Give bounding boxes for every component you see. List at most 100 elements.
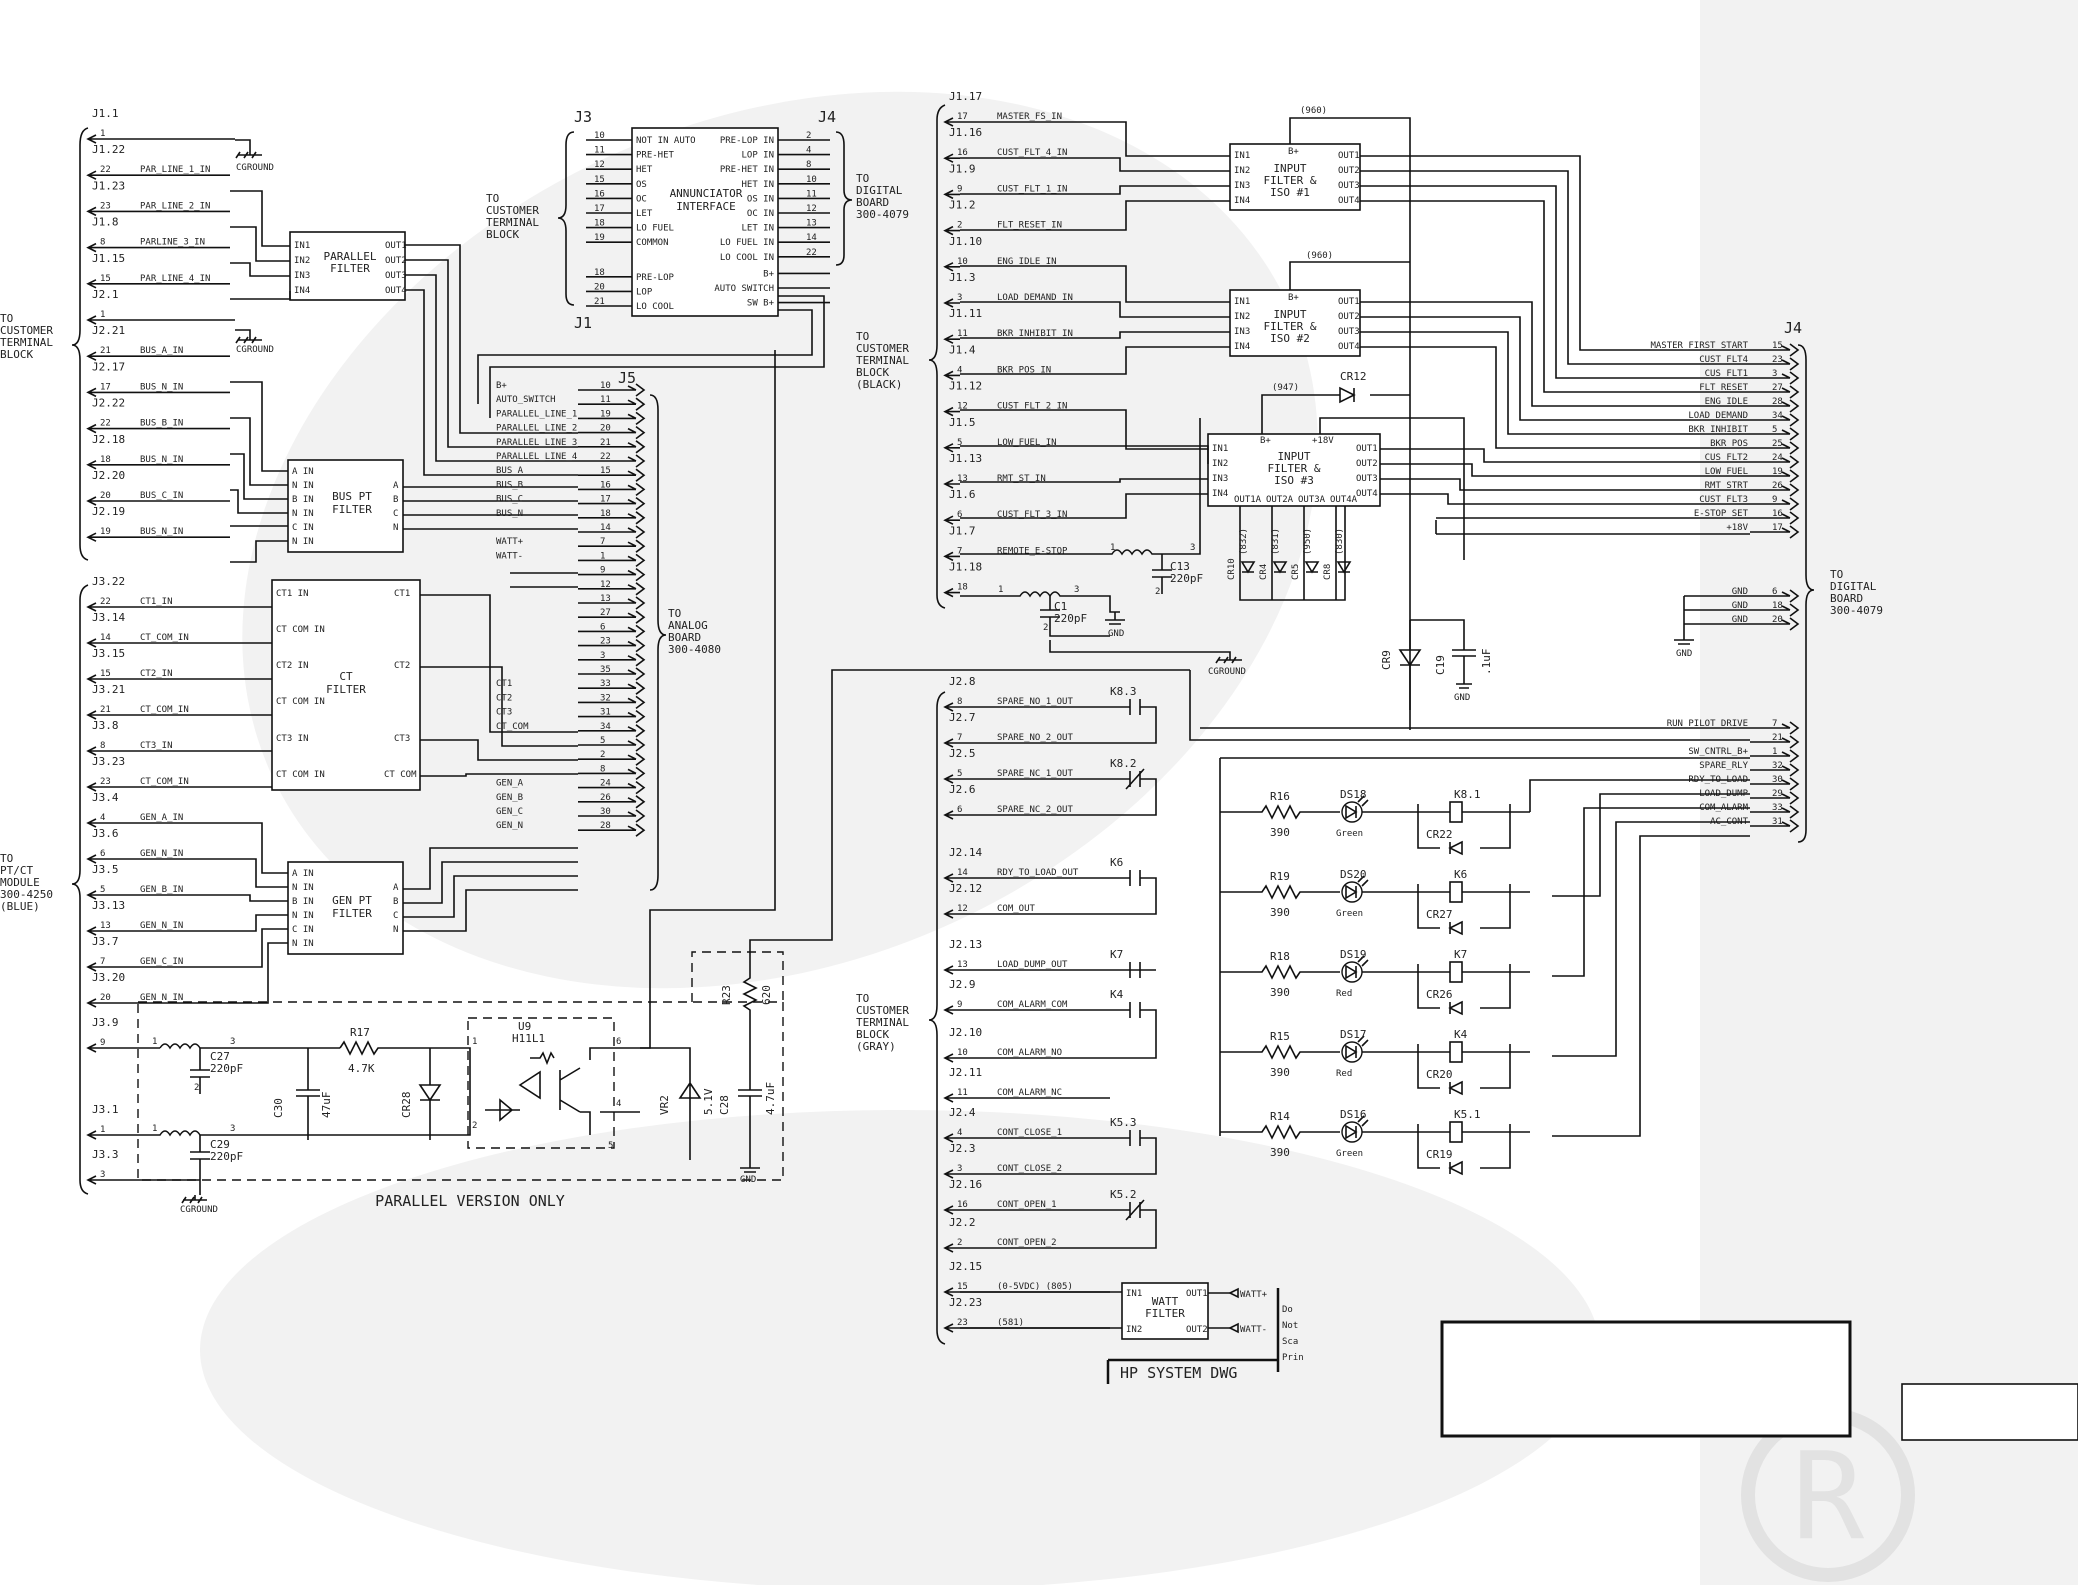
svg-text:23: 23	[600, 637, 611, 647]
svg-text:OUT1: OUT1	[385, 241, 407, 251]
ct-filter-block: CT FILTER CT1 IN CT COM IN CT2 IN CT COM…	[271, 579, 421, 791]
svg-text:16: 16	[957, 148, 968, 158]
svg-text:N: N	[393, 925, 398, 935]
svg-text:IN2: IN2	[294, 256, 310, 266]
svg-text:IN2: IN2	[1234, 312, 1250, 322]
svg-text:GND: GND	[740, 1175, 756, 1185]
svg-text:LOW_FUEL_IN: LOW_FUEL_IN	[997, 438, 1057, 448]
svg-text:TO: TO	[1830, 568, 1843, 581]
svg-text:BKR_POS_IN: BKR_POS_IN	[997, 365, 1051, 375]
svg-text:Red: Red	[1336, 989, 1352, 999]
svg-text:1: 1	[100, 1125, 105, 1135]
svg-text:LO COOL: LO COOL	[636, 302, 674, 312]
svg-text:BUS_A_IN: BUS_A_IN	[140, 346, 183, 356]
svg-text:N IN: N IN	[292, 883, 314, 893]
svg-text:CT_COM_IN: CT_COM_IN	[140, 633, 189, 643]
svg-text:9: 9	[957, 1000, 962, 1010]
svg-text:3: 3	[1772, 369, 1777, 379]
svg-text:(831): (831)	[1271, 528, 1281, 555]
svg-text:J2.11: J2.11	[949, 1066, 982, 1079]
svg-text:J3.6: J3.6	[92, 827, 119, 840]
svg-text:J2.19: J2.19	[92, 505, 125, 518]
svg-text:CT2 IN: CT2 IN	[276, 661, 309, 671]
svg-text:BLOCK: BLOCK	[0, 348, 33, 361]
svg-text:390: 390	[1270, 1146, 1290, 1159]
gen-pt-filter-block: GEN PT FILTER A IN N IN B IN N IN C IN N…	[287, 861, 404, 955]
svg-text:N IN: N IN	[292, 537, 314, 547]
svg-text:BOARD: BOARD	[668, 631, 701, 644]
svg-text:13: 13	[100, 921, 111, 931]
svg-text:LET IN: LET IN	[741, 224, 774, 234]
svg-text:9: 9	[100, 1038, 105, 1048]
svg-text:K8.2: K8.2	[1110, 757, 1137, 770]
svg-text:10: 10	[594, 131, 605, 141]
svg-text:J3.13: J3.13	[92, 899, 125, 912]
svg-text:3: 3	[230, 1124, 235, 1134]
svg-text:18: 18	[957, 583, 968, 593]
svg-text:(947): (947)	[1272, 383, 1299, 393]
svg-text:K4: K4	[1454, 1028, 1468, 1041]
svg-text:TO: TO	[856, 330, 869, 343]
svg-text:J1: J1	[574, 314, 592, 332]
svg-text:+18V: +18V	[1312, 436, 1334, 446]
left-pin-J1-1: J1.11	[86, 107, 235, 144]
svg-text:BLOCK: BLOCK	[856, 366, 889, 379]
svg-text:CR10: CR10	[1227, 558, 1237, 580]
svg-text:16: 16	[1772, 509, 1783, 519]
svg-text:R: R	[1792, 1428, 1865, 1567]
svg-text:C29: C29	[210, 1138, 230, 1151]
svg-text:J4: J4	[1784, 319, 1802, 337]
svg-text:AUTO SWITCH: AUTO SWITCH	[714, 284, 774, 294]
svg-text:C19: C19	[1434, 655, 1447, 675]
svg-text:ANNUNCIATOR: ANNUNCIATOR	[670, 187, 743, 200]
svg-text:REMOTE_E-STOP: REMOTE_E-STOP	[997, 546, 1068, 556]
j5-wiring	[403, 244, 825, 932]
svg-text:J3.15: J3.15	[92, 647, 125, 660]
svg-text:GND: GND	[1732, 587, 1748, 597]
svg-text:15: 15	[957, 1282, 968, 1292]
svg-text:FILTER &: FILTER &	[1264, 320, 1317, 333]
diode-cr10: CR10(832)	[1227, 528, 1256, 580]
relay-contact-K8-3: K8.3	[1110, 685, 1157, 744]
svg-text:PARALLEL_LINE_4: PARALLEL_LINE_4	[496, 452, 577, 462]
svg-text:(950): (950)	[1303, 528, 1313, 555]
svg-text:CUSTOMER: CUSTOMER	[486, 204, 539, 217]
svg-text:BKR_POS: BKR_POS	[1710, 439, 1748, 449]
svg-text:(832): (832)	[1239, 528, 1249, 555]
svg-text:PRE-LOP IN: PRE-LOP IN	[720, 136, 774, 146]
svg-text:19: 19	[600, 409, 611, 419]
svg-text:OUT2: OUT2	[385, 256, 407, 266]
svg-text:SPARE_NC_1_OUT: SPARE_NC_1_OUT	[997, 769, 1073, 779]
annunciator-pins: NOT IN AUTO10PRE-HET11HET12OS15OC16LET17…	[586, 131, 830, 312]
svg-text:21: 21	[100, 346, 111, 356]
svg-text:(0-5VDC) (805): (0-5VDC) (805)	[997, 1282, 1073, 1292]
svg-text:4: 4	[100, 813, 105, 823]
left-braces	[71, 127, 89, 1195]
svg-text:HP SYSTEM DWG: HP SYSTEM DWG	[1120, 1364, 1237, 1382]
svg-text:R18: R18	[1270, 950, 1290, 963]
svg-text:J2.7: J2.7	[949, 711, 976, 724]
left-pin-J2-1: J2.11	[86, 288, 235, 325]
svg-text:CT1 IN: CT1 IN	[276, 589, 309, 599]
svg-text:14: 14	[100, 633, 111, 643]
svg-text:C27: C27	[210, 1050, 230, 1063]
svg-text:N IN: N IN	[292, 481, 314, 491]
svg-text:FILTER &: FILTER &	[1264, 174, 1317, 187]
svg-text:12: 12	[957, 402, 968, 412]
svg-text:PARALLEL VERSION ONLY: PARALLEL VERSION ONLY	[375, 1192, 565, 1210]
svg-text:2: 2	[1043, 623, 1048, 633]
svg-text:Sca: Sca	[1282, 1337, 1298, 1347]
svg-text:3: 3	[957, 293, 962, 303]
